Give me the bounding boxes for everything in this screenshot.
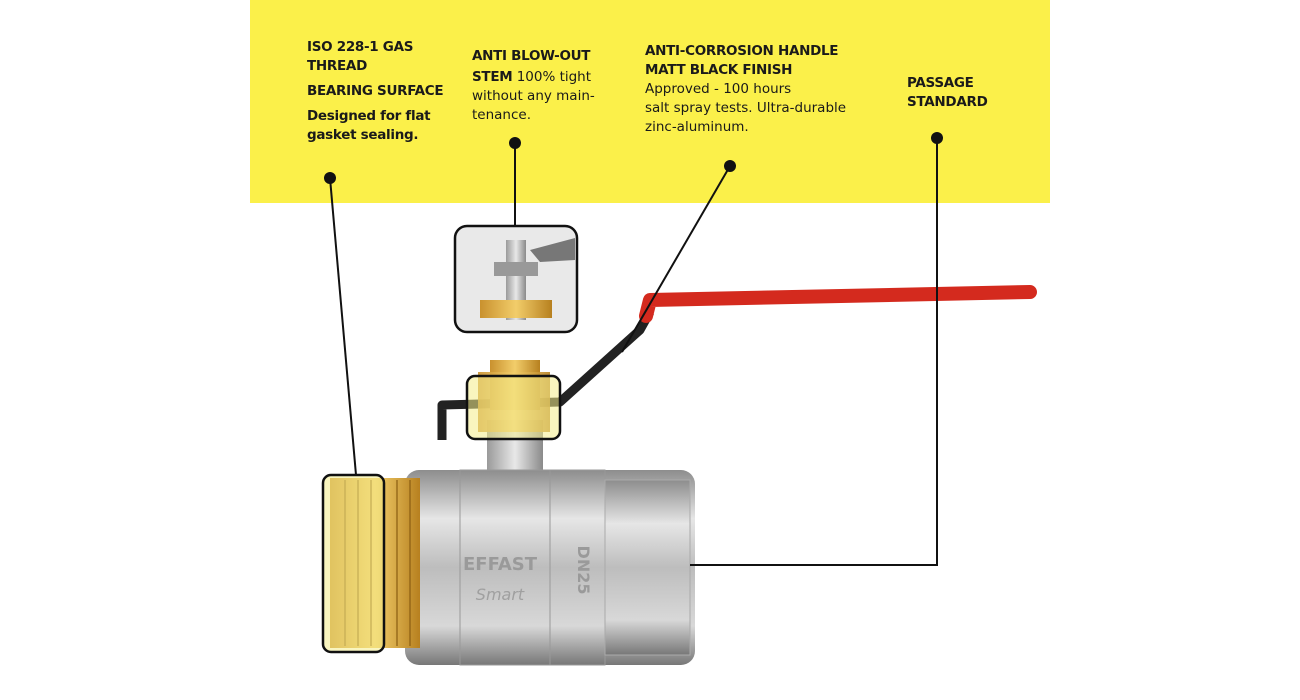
callout-thread-desc: Designed for flat [307, 108, 431, 124]
feature-panel [250, 0, 1050, 203]
callout-handle-desc-3: zinc-aluminum. [645, 119, 749, 135]
callout-handle: ANTI-CORROSION HANDLE MATT BLACK FINISH … [645, 42, 846, 137]
callout-stem-desc-2: without any main- [472, 88, 595, 104]
callout-thread: ISO 228-1 GAS THREAD BEARING SURFACE Des… [307, 38, 444, 145]
callout-stem-title-2: STEM [472, 69, 513, 85]
callout-stem-desc-3: tenance. [472, 107, 532, 123]
series-marking: Smart [476, 585, 525, 604]
callout-thread-title: ISO 228-1 GAS [307, 39, 414, 55]
callout-passage-title-2: STANDARD [907, 94, 988, 110]
callout-bearing-title: BEARING SURFACE [307, 83, 444, 99]
callout-thread-desc-2: gasket sealing. [307, 127, 419, 143]
callout-thread-title-2: THREAD [307, 58, 367, 74]
thread-highlight [321, 473, 386, 654]
callout-handle-title-2: MATT BLACK FINISH [645, 62, 793, 78]
leader-lines [329, 138, 938, 566]
callout-dots [324, 132, 943, 184]
stem-detail-inset [453, 224, 579, 334]
handle-highlight [465, 374, 562, 441]
brand-marking: EFFAST [463, 554, 538, 575]
callout-stem-title: ANTI BLOW-OUT [472, 48, 591, 64]
size-marking: DN25 [574, 546, 593, 595]
callout-stem: ANTI BLOW-OUT STEM 100% tight without an… [472, 47, 595, 125]
callout-passage: PASSAGE STANDARD [907, 74, 988, 112]
callout-handle-title: ANTI-CORROSION HANDLE [645, 43, 839, 59]
callout-handle-desc-2: salt spray tests. Ultra-durable [645, 100, 847, 116]
callout-stem-desc: 100% tight [516, 69, 592, 85]
callout-handle-desc: Approved - 100 hours [645, 81, 792, 97]
callout-passage-title: PASSAGE [907, 75, 974, 91]
